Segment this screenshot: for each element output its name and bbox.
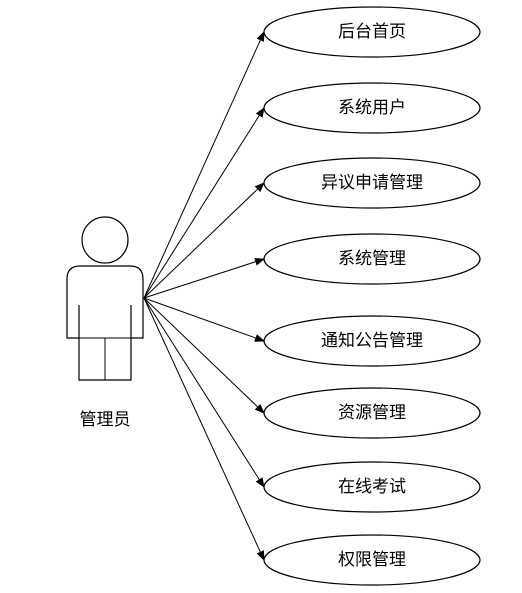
use-case-label: 异议申请管理 bbox=[321, 173, 423, 193]
use-case-permission-management: 权限管理 bbox=[263, 534, 481, 586]
actor-head bbox=[81, 216, 129, 264]
actor-label: 管理员 bbox=[80, 410, 131, 430]
association-arrow-notice-management bbox=[143, 297, 265, 342]
use-case-ellipse bbox=[263, 534, 481, 586]
association-arrow-objection-application bbox=[143, 182, 265, 299]
association-arrow-system-management bbox=[143, 257, 265, 299]
use-case-resource-management: 资源管理 bbox=[263, 387, 481, 439]
association-arrow-system-users bbox=[143, 107, 265, 299]
association-arrow-online-exam bbox=[143, 297, 265, 488]
use-case-online-exam: 在线考试 bbox=[263, 461, 481, 513]
use-case-label: 资源管理 bbox=[338, 403, 406, 423]
association-lines bbox=[143, 31, 265, 561]
use-case-objection-application: 异议申请管理 bbox=[263, 157, 481, 209]
actor-body bbox=[66, 265, 144, 381]
use-case-label: 在线考试 bbox=[338, 477, 406, 497]
actor-figure bbox=[66, 216, 144, 381]
use-case-ellipse bbox=[263, 315, 481, 367]
use-case-ellipse bbox=[263, 157, 481, 209]
use-case-system-management: 系统管理 bbox=[263, 233, 481, 285]
use-case-ellipse bbox=[263, 387, 481, 439]
use-case-homepage: 后台首页 bbox=[263, 6, 481, 58]
use-case-label: 后台首页 bbox=[338, 22, 406, 42]
use-case-ellipse bbox=[263, 461, 481, 513]
use-case-ellipse bbox=[263, 82, 481, 134]
use-case-label: 系统用户 bbox=[338, 98, 406, 118]
use-case-label: 权限管理 bbox=[338, 550, 406, 570]
use-case-system-users: 系统用户 bbox=[263, 82, 481, 134]
use-case-notice-management: 通知公告管理 bbox=[263, 315, 481, 367]
use-case-ellipse bbox=[263, 6, 481, 58]
use-case-label: 通知公告管理 bbox=[321, 331, 423, 351]
association-arrow-permission-management bbox=[143, 297, 265, 561]
use-case-label: 系统管理 bbox=[338, 249, 406, 269]
association-arrow-resource-management bbox=[143, 297, 265, 414]
use-case-ellipse bbox=[263, 233, 481, 285]
association-arrow-homepage bbox=[143, 31, 265, 299]
